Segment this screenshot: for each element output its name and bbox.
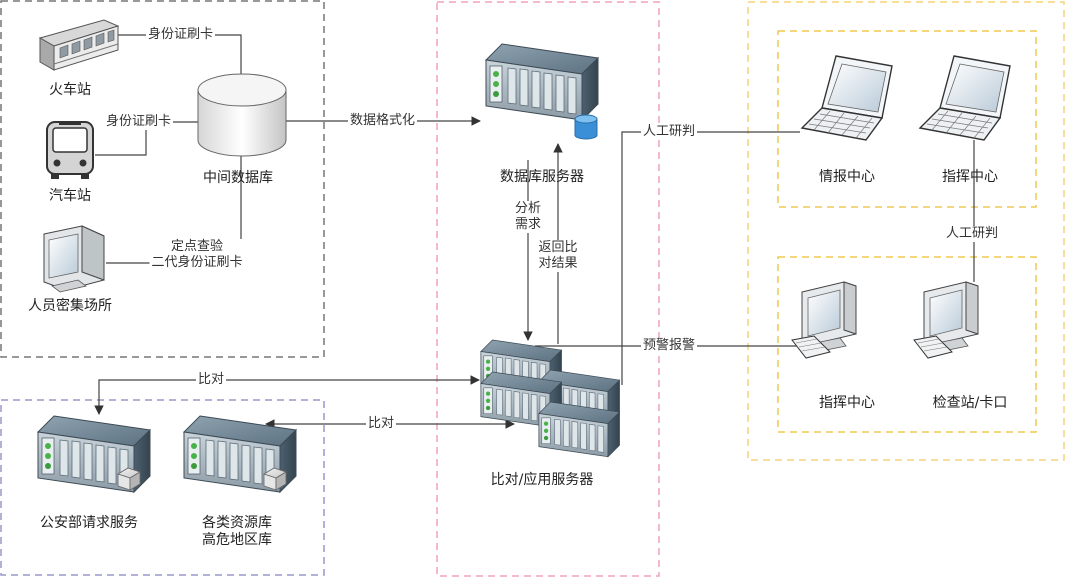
train-icon bbox=[38, 19, 120, 71]
label-mps-request: 公安部请求服务 bbox=[40, 515, 138, 531]
label-resource-db: 各类资源库 高危地区库 bbox=[202, 515, 272, 549]
edge-label-analysis-line2: 需求 bbox=[514, 217, 542, 232]
rack-server-icon-resource bbox=[183, 415, 297, 493]
edge-label-return-line2: 对结果 bbox=[538, 256, 578, 271]
rack-server-icon-db bbox=[485, 43, 599, 121]
group-command-outer bbox=[747, 1, 1065, 461]
label-command-center-top: 指挥中心 bbox=[942, 169, 998, 185]
laptop-icon-intel bbox=[801, 55, 893, 141]
label-train-station: 火车站 bbox=[49, 82, 91, 98]
edge-label-return: 返回比 对结果 bbox=[536, 240, 580, 272]
label-middle-db: 中间数据库 bbox=[203, 170, 273, 186]
edge-label-checkpoint: 定点查验 二代身份证刷卡 bbox=[149, 239, 245, 271]
label-compare-server: 比对/应用服务器 bbox=[490, 472, 594, 488]
edge-label-analysis: 分析 需求 bbox=[512, 201, 544, 233]
edge-label-checkpoint-line2: 二代身份证刷卡 bbox=[151, 255, 243, 270]
desktop-icon-checkpoint bbox=[913, 281, 979, 359]
group-data-sources bbox=[0, 0, 325, 358]
edge-label-compare-mps: 比对 bbox=[196, 372, 227, 388]
database-cylinder-icon bbox=[197, 73, 287, 157]
label-command-center-bottom: 指挥中心 bbox=[819, 395, 875, 411]
db-badge-icon bbox=[574, 114, 598, 140]
desktop-icon-command bbox=[791, 281, 857, 359]
edge-label-compare-resource: 比对 bbox=[366, 416, 397, 432]
edge-label-idcard-train: 身份证刷卡 bbox=[146, 27, 216, 43]
label-intel-center: 情报中心 bbox=[819, 169, 875, 185]
bus-icon bbox=[46, 121, 94, 179]
label-bus-station: 汽车站 bbox=[49, 188, 91, 204]
edge-label-manual-right: 人工研判 bbox=[943, 226, 1001, 242]
group-servers bbox=[436, 1, 660, 577]
label-crowded-place: 人员密集场所 bbox=[28, 298, 112, 314]
rack-server-icon-mps bbox=[37, 415, 151, 493]
edge-label-format: 数据格式化 bbox=[348, 113, 418, 129]
rack-server-icon-cluster bbox=[480, 339, 620, 458]
edge-label-return-line1: 返回比 bbox=[538, 240, 578, 255]
edge-label-alert: 预警报警 bbox=[641, 338, 698, 354]
crt-monitor-icon bbox=[43, 225, 105, 293]
edge-label-idcard-bus: 身份证刷卡 bbox=[104, 114, 174, 130]
label-resource-db-line1: 各类资源库 bbox=[202, 515, 272, 531]
group-command-top bbox=[777, 30, 1037, 208]
label-resource-db-line2: 高危地区库 bbox=[202, 532, 272, 548]
edge-label-checkpoint-line1: 定点查验 bbox=[170, 239, 224, 254]
edge-compare-mps bbox=[94, 375, 480, 415]
edge-label-analysis-line1: 分析 bbox=[514, 201, 542, 216]
laptop-icon-command bbox=[919, 55, 1011, 141]
edge-manual-top bbox=[621, 131, 800, 385]
label-checkpoint: 检查站/卡口 bbox=[932, 395, 1008, 411]
edge-label-manual-top: 人工研判 bbox=[641, 124, 698, 140]
label-db-server: 数据库服务器 bbox=[500, 169, 584, 185]
